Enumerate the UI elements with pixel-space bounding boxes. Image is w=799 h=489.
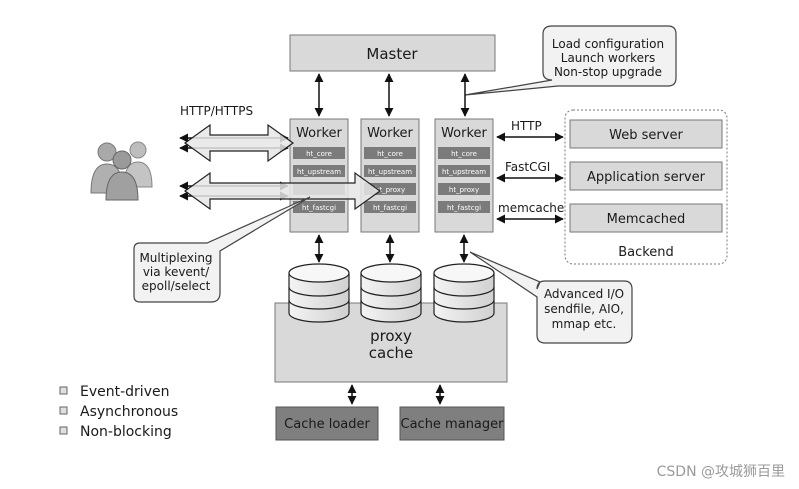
worker-3-title: Worker	[441, 126, 487, 141]
worker-3-module-2	[438, 165, 490, 177]
protocol-connections: HTTP FastCGI memcache	[496, 119, 564, 224]
worker-3-module-1-label: ht_core	[451, 150, 477, 158]
legend-bullet-3	[59, 426, 68, 435]
worker-1-module-2-label: ht_upstream	[297, 168, 341, 176]
worker-3-module-4-label: ht_fastcgi	[447, 204, 481, 212]
disk-1-icon	[288, 263, 350, 323]
worker-2-module-1-label: ht_core	[377, 150, 403, 158]
backend-web-server	[569, 119, 723, 149]
master-worker-arrows	[314, 73, 470, 117]
worker-3: Worker ht_core ht_upstream ht_proxy ht_f…	[434, 118, 494, 233]
worker-3-module-3	[438, 183, 490, 195]
master-note-callout: Load configuration Launch workers Non-st…	[464, 25, 677, 96]
legend-bullet-1	[59, 386, 68, 395]
cache-process-arrows	[347, 384, 445, 405]
worker-2-module-2	[364, 165, 416, 177]
worker-1-module-1	[293, 147, 345, 159]
http-https-label: HTTP/HTTPS	[180, 104, 253, 118]
backend-application-server	[569, 161, 723, 191]
master-label: Master	[366, 45, 418, 63]
protocol-memcache-label: memcache	[498, 201, 564, 215]
legend-item-3: Non-blocking	[80, 424, 172, 440]
legend-item-1: Event-driven	[80, 384, 169, 400]
advanced-io-line-2: sendfile, AIO,	[544, 302, 624, 316]
worker-3-module-3-label: ht_proxy	[449, 186, 479, 194]
cache-loader-label: Cache loader	[284, 417, 370, 432]
protocol-http-label: HTTP	[511, 119, 542, 133]
backend-application-server-label: Application server	[587, 170, 706, 185]
proxy-cache-line-1: proxy	[370, 327, 412, 345]
watermark: CSDN @攻城狮百里	[657, 464, 785, 480]
worker-2-module-3-label: ht_proxy	[375, 186, 405, 194]
backend-group: Web server Application server Memcached …	[564, 109, 728, 265]
worker-2-module-4-label: ht_fastcgi	[373, 204, 407, 212]
legend-bullet-2	[59, 406, 68, 415]
request-arrow-upper	[183, 123, 295, 163]
multiplexing-line-2: via kevent/	[143, 265, 210, 279]
multiplexing-line-3: epoll/select	[142, 279, 211, 293]
cache-manager-box: Cache manager	[399, 406, 505, 441]
master-note-line-3: Non-stop upgrade	[554, 65, 662, 79]
worker-1-module-1-label: ht_core	[306, 150, 332, 158]
backend-label: Backend	[618, 245, 674, 260]
worker-2-module-1	[364, 147, 416, 159]
worker-2: Worker ht_core ht_upstream ht_proxy ht_f…	[360, 118, 420, 233]
legend: Event-driven Asynchronous Non-blocking	[59, 384, 178, 440]
users-icon	[90, 141, 153, 201]
proxy-cache-line-2: cache	[369, 344, 413, 362]
worker-3-module-2-label: ht_upstream	[442, 168, 486, 176]
worker-1-module-2	[293, 165, 345, 177]
backend-memcached-label: Memcached	[607, 212, 686, 227]
protocol-fastcgi-label: FastCGI	[505, 160, 550, 174]
multiplexing-callout: Multiplexing via kevent/ epoll/select	[133, 196, 311, 303]
cache-manager-label: Cache manager	[401, 417, 505, 432]
worker-1-title: Worker	[296, 126, 342, 141]
worker-2-module-4	[364, 201, 416, 213]
worker-1-module-4-label: ht_fastcgi	[302, 204, 336, 212]
backend-memcached	[569, 203, 723, 233]
disk-3-icon	[433, 263, 495, 323]
worker-1: Worker ht_core ht_upstream ht_fastcgi	[289, 118, 349, 233]
advanced-io-callout: Advanced I/O sendfile, AIO, mmap etc.	[469, 251, 633, 344]
advanced-io-line-3: mmap etc.	[552, 317, 617, 331]
request-arrow-lower	[183, 171, 382, 211]
worker-cache-arrows	[314, 234, 469, 263]
disk-2-icon	[360, 263, 422, 323]
worker-3-module-1	[438, 147, 490, 159]
master-box: Master	[289, 34, 496, 72]
worker-1-module-4	[293, 201, 345, 213]
backend-web-server-label: Web server	[609, 128, 683, 143]
advanced-io-line-1: Advanced I/O	[544, 287, 624, 301]
master-note-line-2: Launch workers	[561, 51, 655, 65]
worker-2-title: Worker	[367, 126, 413, 141]
worker-2-module-2-label: ht_upstream	[368, 168, 412, 176]
request-flow-arrows	[183, 123, 382, 211]
master-note-line-1: Load configuration	[552, 37, 664, 51]
legend-item-2: Asynchronous	[80, 404, 178, 420]
multiplexing-line-1: Multiplexing	[139, 251, 212, 265]
cache-loader-box: Cache loader	[275, 406, 379, 441]
worker-3-module-4	[438, 201, 490, 213]
